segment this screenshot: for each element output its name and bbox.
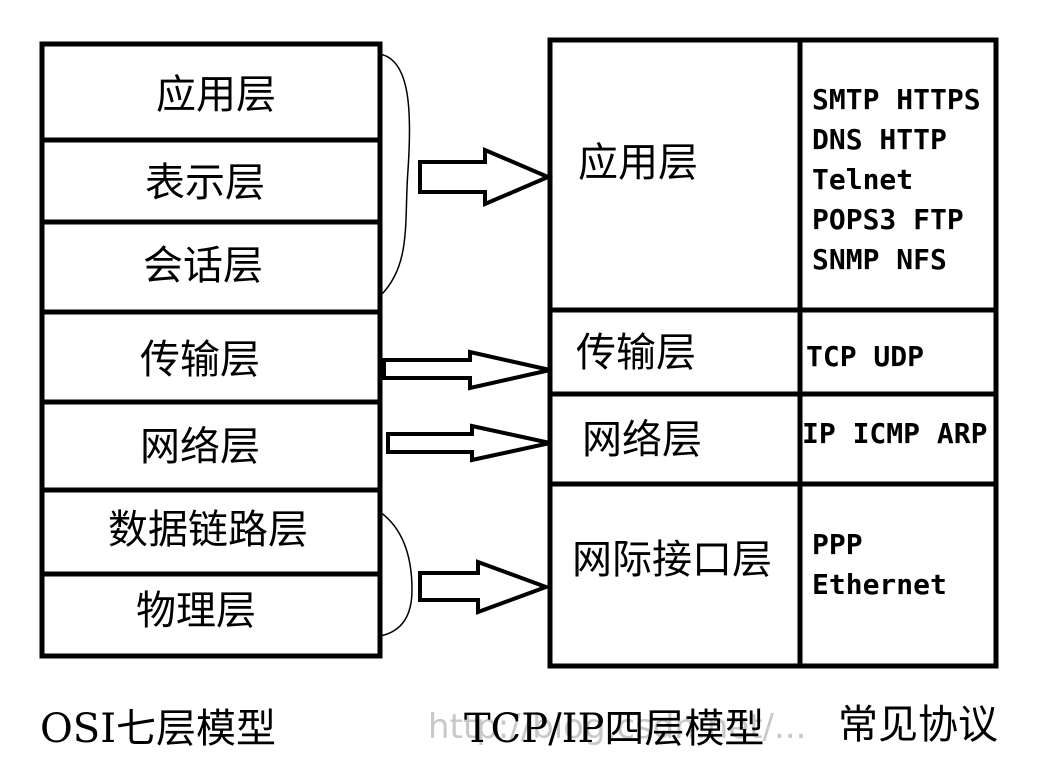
protocol-line: Telnet — [812, 163, 913, 196]
osi-column — [39, 41, 383, 659]
protocol-line: POPS3 FTP — [812, 203, 964, 236]
tcpip-layer-labels: 应用层 传输层 网络层 网际接口层 — [572, 140, 772, 583]
tcpip-layer-network: 网络层 — [582, 417, 702, 463]
arrow-upper-layers — [418, 146, 554, 208]
protocol-line: Ethernet — [812, 568, 947, 601]
osi-layer-physical: 物理层 — [136, 588, 256, 634]
mapping-arrows — [382, 146, 554, 615]
arrow-network — [386, 423, 551, 463]
tcpip-model-caption: TCP/IP四层模型 — [464, 706, 764, 752]
protocols-caption: 常见协议 — [838, 702, 998, 748]
protocol-line: PPP — [812, 528, 863, 561]
lower-brace-curve — [379, 511, 413, 637]
protocol-line: TCP UDP — [806, 340, 924, 373]
osi-layer-presentation: 表示层 — [145, 160, 265, 206]
protocol-line: SMTP HTTPS — [812, 83, 981, 116]
tcpip-layer-application: 应用层 — [578, 140, 698, 186]
protocol-labels: SMTP HTTPS DNS HTTP Telnet POPS3 FTP SNM… — [802, 83, 987, 601]
tcpip-layer-transport: 传输层 — [576, 330, 696, 376]
osi-layer-transport: 传输层 — [140, 337, 260, 383]
tcpip-table — [547, 37, 999, 669]
osi-outer-border — [39, 41, 383, 659]
osi-layer-network: 网络层 — [140, 424, 260, 470]
tcpip-layer-interface: 网际接口层 — [572, 537, 772, 583]
osi-layer-session: 会话层 — [143, 243, 263, 289]
protocol-line: IP ICMP ARP — [802, 417, 987, 450]
osi-layer-datalink: 数据链路层 — [108, 507, 308, 553]
osi-layer-application: 应用层 — [156, 72, 276, 118]
upper-brace-curve — [379, 53, 411, 297]
osi-model-caption: OSI七层模型 — [40, 706, 276, 752]
watermark: http://blog.csdn.net/... — [428, 707, 806, 747]
protocol-line: DNS HTTP — [812, 123, 947, 156]
osi-layer-labels: 应用层 表示层 会话层 传输层 网络层 数据链路层 物理层 — [108, 72, 308, 634]
arrow-transport — [382, 349, 551, 391]
protocol-line: SNMP NFS — [812, 243, 947, 276]
tcpip-outer-border — [547, 37, 999, 669]
arrow-lower-layers — [418, 559, 552, 615]
